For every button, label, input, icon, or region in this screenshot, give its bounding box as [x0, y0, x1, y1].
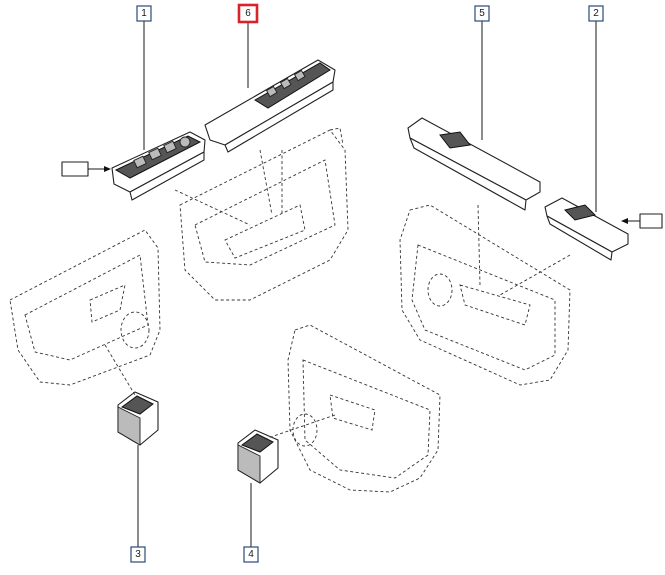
callout-1-label: 1 — [141, 8, 147, 19]
part-2-single-switch — [544, 197, 629, 261]
callout-4: 4 — [243, 546, 259, 563]
door-panel-rear-left — [9, 229, 161, 386]
part-1-master-switch — [111, 131, 206, 201]
callout-3-label: 3 — [135, 549, 141, 560]
callout-1: 1 — [136, 5, 152, 22]
part-4-small-switch — [237, 429, 279, 484]
door-panel-rear-right — [287, 324, 441, 493]
part-5-trim-bezel — [407, 117, 541, 211]
callout-4-label: 4 — [248, 549, 254, 560]
callout-5: 5 — [474, 5, 490, 22]
part-3-small-switch — [117, 391, 159, 446]
callout-2-label: 2 — [593, 8, 599, 19]
callout-2: 2 — [588, 5, 604, 22]
connector-tag-right — [621, 213, 663, 229]
door-panel-front-right — [399, 204, 571, 386]
connector-tag-left — [61, 161, 111, 177]
callout-6-label: 6 — [245, 8, 251, 19]
callout-5-label: 5 — [479, 8, 485, 19]
callout-3: 3 — [130, 546, 146, 563]
part-6-switch-trim — [204, 59, 336, 153]
callout-6: 6 — [237, 3, 259, 24]
door-panel-front-left — [179, 127, 349, 301]
